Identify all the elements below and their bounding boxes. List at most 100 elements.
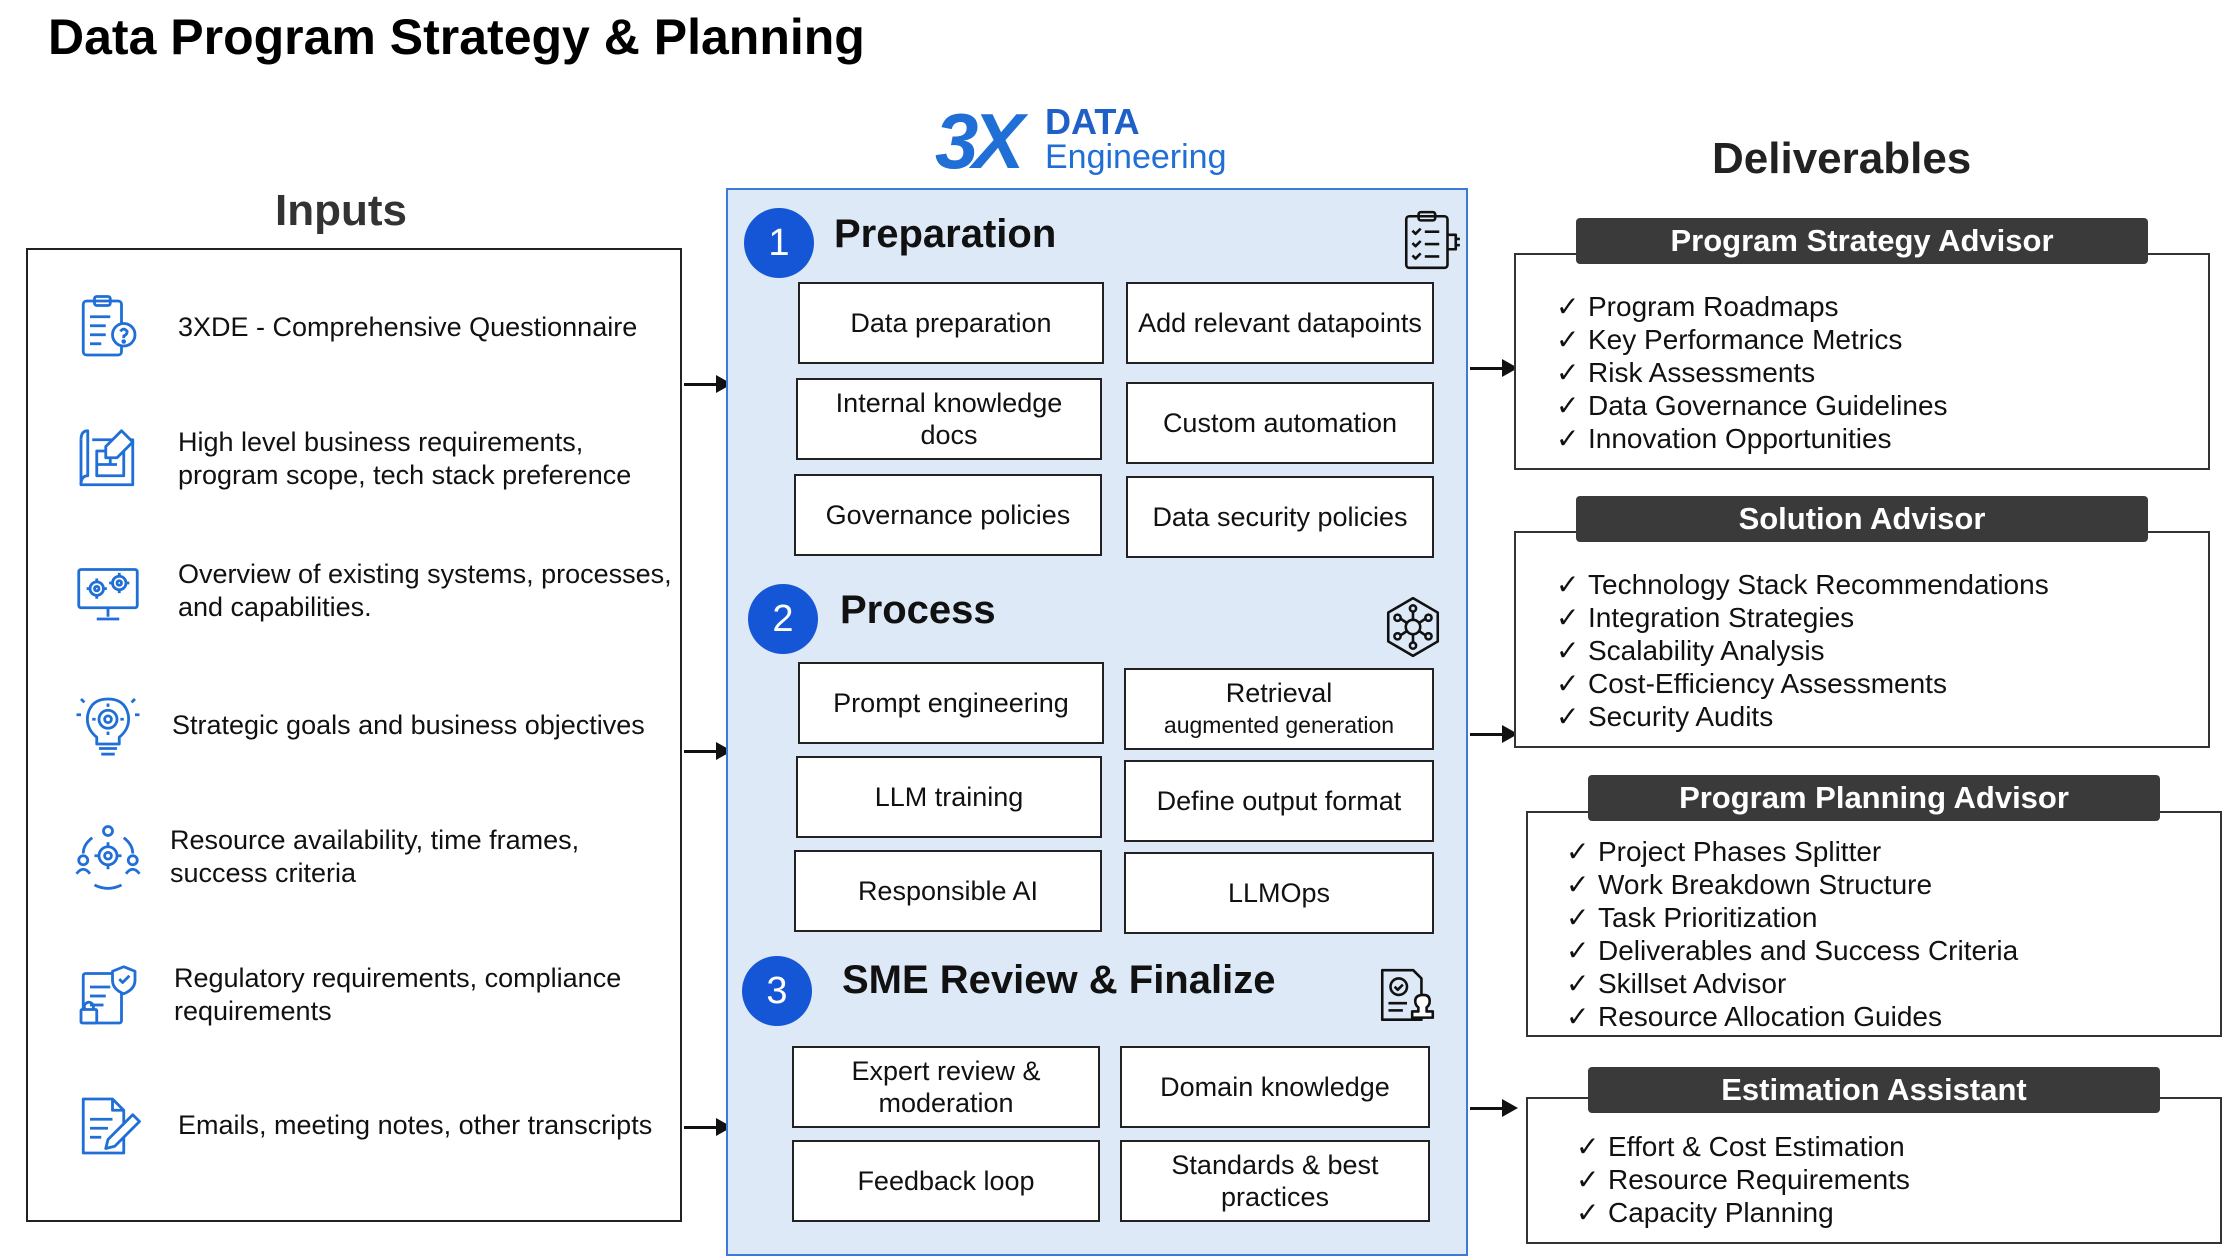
input-item: Resource availability, time frames, succ… [28, 802, 682, 912]
arrow-connector [1470, 725, 1518, 743]
inputs-heading: Inputs [275, 186, 407, 235]
deliverables-heading: Deliverables [1712, 134, 1972, 183]
input-item: Emails, meeting notes, other transcripts [28, 1070, 682, 1180]
deliverable-group [1514, 531, 2210, 748]
check-icon: ✓ [1566, 968, 1590, 999]
step-box: Prompt engineering [798, 662, 1104, 744]
input-item-text: 3XDE - Comprehensive Questionnaire [178, 311, 638, 342]
step-box-line: Retrieval [1225, 678, 1333, 708]
check-icon: ✓ [1556, 291, 1580, 322]
deliverable-item-text: Capacity Planning [1608, 1197, 1834, 1228]
arrow-connector [1470, 1099, 1518, 1117]
check-icon: ✓ [1556, 635, 1580, 666]
step-number-badge: 3 [742, 956, 812, 1026]
deliverable-item-text: Deliverables and Success Criteria [1598, 935, 2019, 966]
lightbulb-gear-icon [76, 697, 140, 756]
deliverable-list: ✓Project Phases Splitter ✓Work Breakdown… [1566, 835, 2018, 1033]
step-box: Feedback loop [792, 1140, 1100, 1222]
input-item: Overview of existing systems, processes,… [28, 536, 682, 646]
deliverable-item: ✓Skillset Advisor [1566, 967, 2018, 1000]
check-icon: ✓ [1556, 423, 1580, 454]
deliverable-item: ✓Key Performance Metrics [1556, 323, 1948, 356]
step-box: LLMOps [1124, 852, 1434, 934]
check-icon: ✓ [1556, 324, 1580, 355]
check-icon: ✓ [1576, 1164, 1600, 1195]
deliverable-item-text: Project Phases Splitter [1598, 836, 1882, 867]
logo-line-2: Engineering [1045, 138, 1227, 176]
deliverable-item: ✓ Resource Allocation Guides [1566, 1000, 2018, 1033]
checklist-icon [1404, 210, 1460, 270]
step-box: Internal knowledge docs [796, 378, 1102, 460]
input-item: Strategic goals and business objectives [28, 670, 682, 780]
step-box: Domain knowledge [1120, 1046, 1430, 1128]
compliance-document-icon [79, 965, 137, 1025]
deliverable-item: ✓Technology Stack Recommendations [1556, 568, 2049, 601]
deliverable-item-text: Resource Allocation Guides [1598, 1001, 1942, 1032]
deliverable-item-text: Cost-Efficiency Assessments [1588, 668, 1947, 699]
arrow-connector [684, 375, 732, 393]
company-logo: 3X DATA Engineering [935, 100, 1235, 190]
page-title: Data Program Strategy & Planning [48, 9, 865, 65]
arrow-connector [684, 742, 732, 760]
check-icon: ✓ [1556, 602, 1580, 633]
check-icon: ✓ [1556, 701, 1580, 732]
logo-mark: 3X [935, 97, 1024, 185]
deliverable-item: ✓ Cost-Efficiency Assessments [1556, 667, 2049, 700]
input-item: 3XDE - Comprehensive Questionnaire [28, 272, 682, 382]
deliverable-item-text: Data Governance Guidelines [1588, 390, 1948, 421]
step-title: SME Review & Finalize [842, 958, 1276, 1002]
deliverable-group-title: Solution Advisor [1576, 496, 2148, 542]
step-box: Expert review & moderation [792, 1046, 1100, 1128]
inputs-panel: 3XDE - Comprehensive Questionnaire High … [26, 248, 682, 1222]
document-pen-icon [81, 1097, 141, 1155]
deliverable-group-title: Program Planning Advisor [1588, 775, 2160, 821]
deliverable-item-text: Effort & Cost Estimation [1608, 1131, 1905, 1162]
deliverable-group [1514, 253, 2210, 470]
deliverable-item: ✓Task Prioritization [1566, 901, 2018, 934]
deliverable-item: ✓Scalability Analysis [1556, 634, 2049, 667]
step-box: Add relevant datapoints [1126, 282, 1434, 364]
step-box: Custom automation [1126, 382, 1434, 464]
step-box: Define output format [1124, 760, 1434, 842]
step-box: Retrieval augmented generation [1124, 668, 1434, 750]
deliverable-item: ✓Work Breakdown Structure [1566, 868, 2018, 901]
network-icon [1386, 596, 1440, 658]
deliverable-list: ✓ Program Roadmaps ✓Key Performance Metri… [1556, 290, 1948, 455]
check-icon: ✓ [1566, 1001, 1590, 1032]
deliverable-item-text: Technology Stack Recommendations [1588, 569, 2049, 600]
deliverable-item-text: Work Breakdown Structure [1598, 869, 1933, 900]
deliverable-item: ✓ Deliverables and Success Criteria [1566, 934, 2018, 967]
deliverable-item: ✓ Innovation Opportunities [1556, 422, 1948, 455]
input-item: Regulatory requirements, compliance requ… [28, 940, 682, 1050]
step-title: Preparation [834, 212, 1057, 256]
step-box: Data security policies [1126, 476, 1434, 558]
check-icon: ✓ [1556, 357, 1580, 388]
deliverable-item: ✓ Integration Strategies [1556, 601, 2049, 634]
step-box-line: augmented generation [1163, 712, 1395, 738]
input-item-text: Overview of existing systems, processes,… [178, 559, 672, 622]
questionnaire-icon [81, 295, 137, 357]
step-box: Responsible AI [794, 850, 1102, 932]
step-box: LLM training [796, 756, 1102, 838]
arrow-connector [684, 1118, 732, 1136]
deliverable-item-text: Innovation Opportunities [1588, 423, 1892, 454]
input-item-text: High level business requirements, progra… [178, 427, 632, 490]
deliverable-item-text: Resource Requirements [1608, 1164, 1910, 1195]
logo-line-1: DATA [1045, 101, 1140, 142]
check-icon: ✓ [1576, 1131, 1600, 1162]
deliverable-item-text: Integration Strategies [1588, 602, 1855, 633]
deliverable-item: ✓ Program Roadmaps [1556, 290, 1948, 323]
deliverable-item-text: Task Prioritization [1598, 902, 1818, 933]
deliverable-item-text: Program Roadmaps [1588, 291, 1839, 322]
check-icon: ✓ [1556, 390, 1580, 421]
check-icon: ✓ [1556, 668, 1580, 699]
input-item-text: Emails, meeting notes, other transcripts [178, 1109, 653, 1140]
deliverable-group [1526, 811, 2222, 1037]
deliverable-item-text: Security Audits [1588, 701, 1774, 732]
deliverable-item: ✓ Effort & Cost Estimation [1576, 1130, 1910, 1163]
deliverable-item: ✓Project Phases Splitter [1566, 835, 2018, 868]
check-icon: ✓ [1566, 935, 1590, 966]
step-box: Data preparation [798, 282, 1104, 364]
step-box: Standards & best practices [1120, 1140, 1430, 1222]
step-box: Governance policies [794, 474, 1102, 556]
